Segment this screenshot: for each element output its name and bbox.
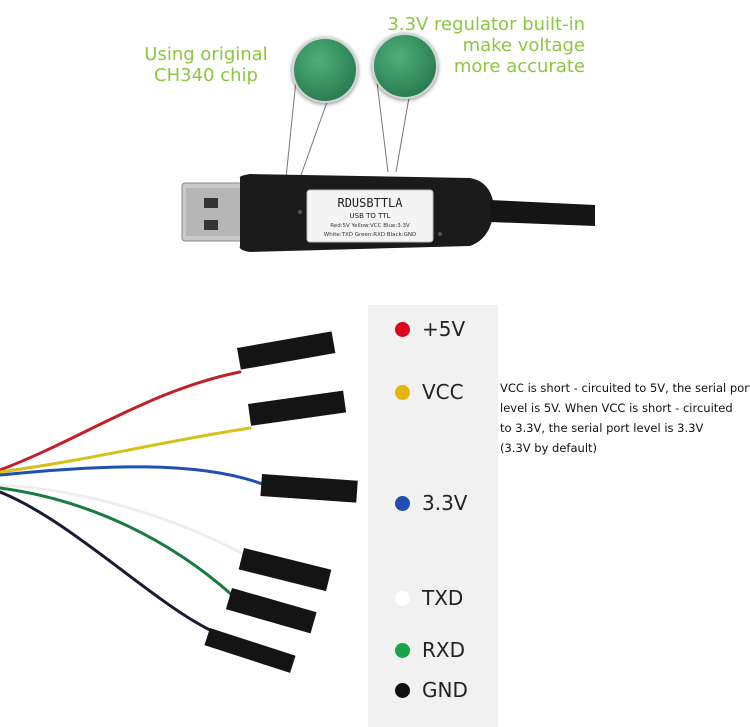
note-line: level is 5V. When VCC is short - circuit… [500, 401, 733, 415]
connector-white [238, 548, 332, 592]
device-pin-legend: Red:5V Yellow:VCC Blue:3.3V [330, 223, 410, 229]
pin-label: RXD [422, 638, 465, 662]
pin-label: 3.3V [422, 491, 468, 515]
regulator-callout: 3.3V regulator built-in make voltage mor… [360, 14, 585, 77]
device-name: RDUSBTTLA [337, 196, 403, 210]
connector-blue [260, 474, 358, 503]
connector-black [204, 628, 296, 673]
regulator-leader-line [375, 73, 389, 173]
wire-black [0, 490, 212, 632]
pin-legend-panel [368, 305, 498, 727]
pin-row-vcc: VCC [395, 378, 464, 406]
voltage-note: VCC is short - circuited to 5V, the seri… [500, 378, 750, 458]
chip-leader-line [299, 87, 333, 179]
dupont-connectors [204, 331, 358, 673]
device-subtitle: USB TO TTL [350, 212, 391, 220]
device-pin-legend: White:TXD Green:RXD Black:GND [324, 232, 416, 238]
usb-cable [490, 200, 595, 226]
pin-row-5v: +5V [395, 315, 465, 343]
chip-callout: Using original CH340 chip [130, 44, 282, 86]
led-indicator [298, 210, 302, 214]
pin-label: VCC [422, 380, 464, 404]
usb-connector [181, 182, 245, 242]
wire-green [0, 486, 234, 597]
note-line: to 3.3V, the serial port level is 3.3V [500, 421, 704, 435]
chip-leader-line [285, 79, 297, 179]
regulator-leader-line [395, 91, 411, 173]
regulator-zoom-icon [372, 33, 438, 99]
regulator-callout-line: make voltage [462, 35, 585, 56]
pin-row-gnd: GND [395, 676, 468, 704]
pin-label: +5V [422, 317, 466, 341]
pin-label: GND [422, 678, 468, 702]
note-line: VCC is short - circuited to 5V, the seri… [500, 381, 750, 395]
chip-callout-line: Using original [144, 44, 268, 65]
led-indicator [438, 232, 442, 236]
black-dot-icon [395, 682, 410, 698]
green-dot-icon [395, 642, 410, 658]
connector-red [237, 331, 336, 370]
connector-green [225, 588, 317, 634]
wire-yellow [0, 426, 252, 474]
white-dot-icon [395, 590, 410, 606]
yellow-dot-icon [395, 384, 410, 400]
chip-callout-line: CH340 chip [154, 65, 258, 86]
chip-zoom-icon [292, 37, 358, 103]
blue-dot-icon [395, 495, 410, 511]
red-dot-icon [395, 321, 410, 337]
note-line: (3.3V by default) [500, 441, 598, 455]
pin-label: TXD [422, 586, 464, 610]
regulator-callout-line: 3.3V regulator built-in [387, 14, 585, 35]
pin-row-3v3: 3.3V [395, 489, 468, 517]
wire-white [0, 483, 247, 557]
wire-bundle [0, 370, 267, 632]
wire-blue [0, 465, 267, 487]
connector-yellow [248, 390, 347, 426]
pin-row-rxd: RXD [395, 636, 465, 664]
device-label-sticker [306, 189, 434, 243]
pin-row-txd: TXD [395, 584, 463, 612]
wire-red [0, 370, 242, 472]
regulator-callout-line: more accurate [453, 56, 585, 77]
